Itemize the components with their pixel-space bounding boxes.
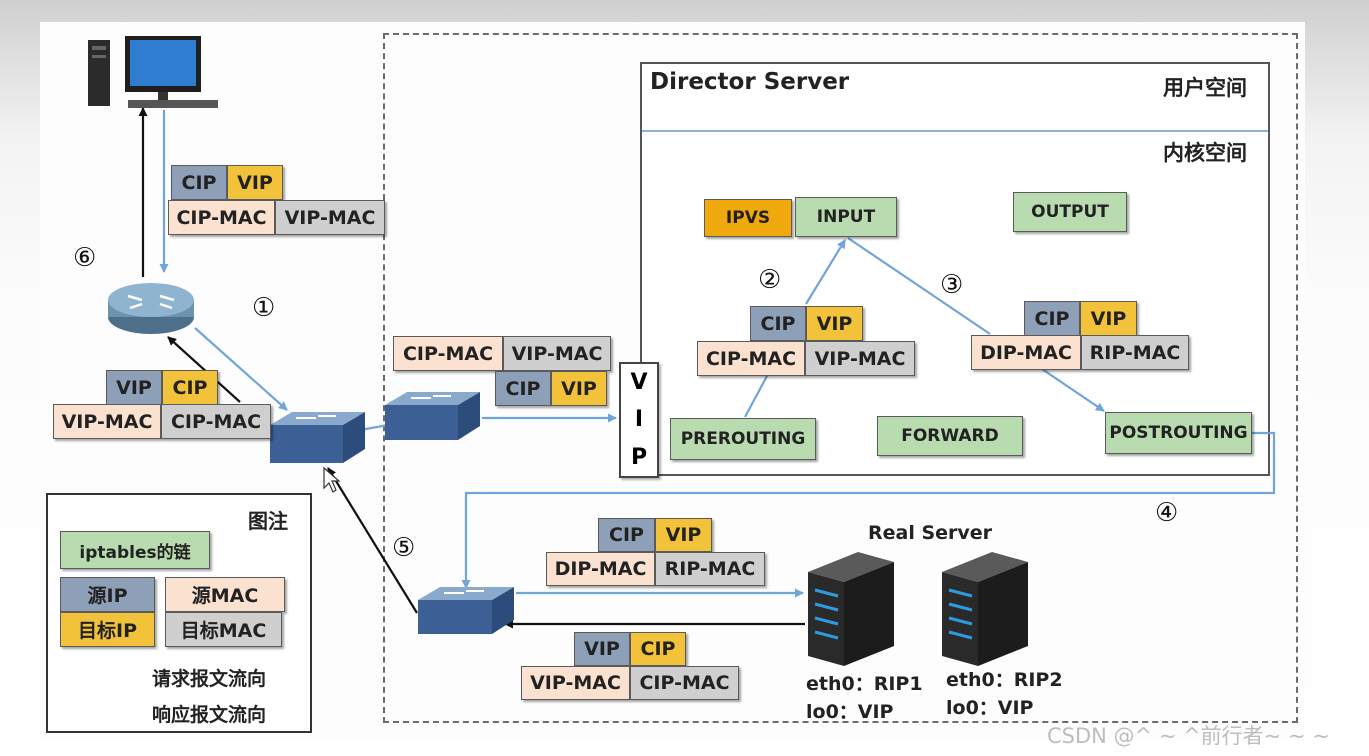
real-server-2-lo0: lo0：VIP [946, 697, 1034, 719]
packet-from-real-src-mac: VIP-MAC [521, 666, 630, 700]
switch-icon-3 [418, 587, 514, 634]
request-arrow-to-real-switch [461, 431, 1276, 589]
packet-step3-src-mac: DIP-MAC [971, 335, 1081, 370]
user-kernel-divider [642, 130, 1268, 132]
chain-input: INPUT [795, 197, 897, 237]
real-server-1-eth0: eth0：RIP1 [806, 673, 923, 695]
packet-mid-src-ip: CIP [495, 371, 551, 406]
router-icon [108, 283, 194, 334]
mouse-cursor-icon [323, 466, 341, 493]
step-5-label: ⑤ [392, 533, 416, 563]
step-2-label: ② [758, 265, 782, 295]
packet-to-real-dst-ip: VIP [655, 518, 712, 552]
server-side-boundary [383, 33, 1298, 723]
packet-step3-dst-ip: VIP [1080, 301, 1137, 336]
packet-left-dst-ip: CIP [162, 370, 218, 405]
switch-icon-1 [270, 412, 365, 463]
packet-from-real-dst-mac: CIP-MAC [630, 666, 739, 700]
switch-icon-2 [385, 392, 480, 440]
chain-prerouting: PREROUTING [670, 418, 816, 460]
step-1-label: ① [252, 293, 276, 323]
packet-to-real-dst-mac: RIP-MAC [655, 552, 765, 586]
director-server-title: Director Server [650, 69, 850, 95]
request-input-to-ipvs-rewrite [847, 237, 991, 335]
request-prerouting-up [744, 375, 768, 418]
vip-interface: V I P [619, 362, 659, 478]
packet-step2-dst-mac: VIP-MAC [805, 341, 915, 376]
request-arrow-to-postrouting [1041, 368, 1105, 412]
packet-left-src-mac: VIP-MAC [53, 404, 161, 439]
packet-from-real-dst-ip: CIP [630, 632, 686, 666]
packet-from-real-src-ip: VIP [574, 632, 630, 666]
real-server-1-lo0: lo0：VIP [806, 701, 894, 723]
legend-dst-mac-swatch: 目标MAC [165, 612, 282, 647]
chain-postrouting: POSTROUTING [1105, 412, 1252, 454]
legend-dst-ip-swatch: 目标IP [60, 612, 155, 647]
csdn-watermark: CSDN @^ ~ ^前行者~ ~ ~ [1047, 724, 1330, 748]
chain-forward: FORWARD [877, 416, 1023, 456]
legend-title: 图注 [248, 509, 288, 533]
step-3-label: ③ [940, 270, 964, 300]
vip-letter-v: V [630, 370, 648, 396]
packet-left-src-ip: VIP [106, 370, 162, 405]
packet-step2-src-ip: CIP [750, 306, 806, 341]
legend-src-ip-swatch: 源IP [60, 577, 155, 612]
real-server-2-eth0: eth0：RIP2 [946, 669, 1063, 691]
packet-top-dst-mac: VIP-MAC [275, 200, 385, 235]
vip-letter-i: I [634, 407, 644, 433]
packet-top-dst-ip: VIP [227, 165, 283, 200]
legend-src-mac-swatch: 源MAC [165, 577, 285, 612]
real-server-1-icon [808, 552, 894, 666]
packet-mid-src-mac: CIP-MAC [393, 336, 503, 371]
legend-response-label: 响应报文流向 [152, 704, 267, 726]
packet-top-src-mac: CIP-MAC [168, 200, 275, 235]
response-arrow-switch-router [167, 336, 241, 403]
packet-mid-dst-mac: VIP-MAC [503, 336, 611, 371]
chain-output: OUTPUT [1013, 192, 1127, 232]
real-server-title: Real Server [868, 522, 993, 544]
packet-step3-src-ip: CIP [1024, 301, 1080, 336]
step-6-label: ⑥ [73, 243, 97, 273]
step-4-label: ④ [1155, 498, 1179, 528]
legend-request-label: 请求报文流向 [152, 668, 267, 690]
packet-to-real-src-mac: DIP-MAC [546, 552, 655, 586]
vip-letter-p: P [630, 444, 648, 470]
packet-left-dst-mac: CIP-MAC [161, 404, 271, 439]
packet-step2-dst-ip: VIP [806, 306, 863, 341]
client-computer-icon [88, 36, 218, 108]
packet-top-src-ip: CIP [171, 165, 227, 200]
request-arrow-router-switch [194, 327, 288, 411]
packet-to-real-src-ip: CIP [598, 518, 655, 552]
chain-ipvs: IPVS [704, 199, 792, 237]
legend-chain-swatch: iptables的链 [60, 531, 210, 569]
response-arrow-to-switch [327, 467, 418, 614]
real-server-2-icon [942, 552, 1028, 666]
packet-step3-dst-mac: RIP-MAC [1081, 335, 1189, 370]
request-arrow-to-input [805, 239, 846, 305]
user-space-label: 用户空间 [1163, 76, 1247, 100]
packet-mid-dst-ip: VIP [551, 371, 607, 406]
kernel-space-label: 内核空间 [1163, 141, 1247, 165]
packet-step2-src-mac: CIP-MAC [697, 341, 805, 376]
